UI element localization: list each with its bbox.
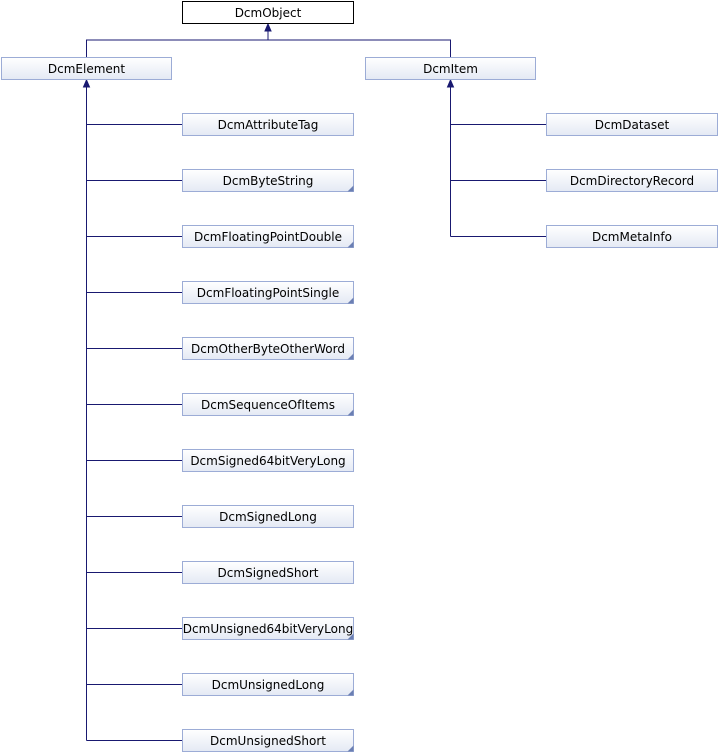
class-node-dcm-object[interactable]: DcmObject (182, 1, 354, 24)
inheritance-edges (82, 22, 547, 741)
class-node-dcm-signed-long[interactable]: DcmSignedLong (182, 505, 354, 528)
class-node-box (182, 673, 354, 696)
inheritance-arrow-icon (82, 78, 91, 88)
class-node-box (1, 57, 172, 80)
inheritance-arrow-icon (264, 22, 272, 32)
class-node-label: DcmItem (423, 62, 478, 76)
class-node-dcm-dataset[interactable]: DcmDataset (546, 113, 718, 136)
class-node-dcm-floating-point-single[interactable]: DcmFloatingPointSingle (182, 281, 354, 304)
class-node-box (182, 505, 354, 528)
expand-marker-icon (347, 745, 354, 752)
class-node-label: DcmUnsigned64bitVeryLong (183, 622, 353, 636)
expand-marker-icon (347, 689, 354, 696)
class-node-label: DcmDataset (595, 118, 670, 132)
class-node-box (182, 281, 354, 304)
class-node-box (182, 113, 354, 136)
edge-dcm-element-to-root (86, 39, 268, 58)
class-node-box (182, 449, 354, 472)
class-node-box (182, 393, 354, 416)
class-node-box (182, 617, 354, 640)
class-node-label: DcmUnsignedLong (212, 678, 325, 692)
expand-marker-icon (347, 297, 354, 304)
class-node-label: DcmSignedLong (219, 510, 317, 524)
class-node-dcm-item[interactable]: DcmItem (365, 57, 536, 80)
class-node-box (365, 57, 536, 80)
class-node-label: DcmFloatingPointDouble (194, 230, 342, 244)
class-node-dcm-meta-info[interactable]: DcmMetaInfo (546, 225, 718, 248)
class-node-dcm-unsigned-short[interactable]: DcmUnsignedShort (182, 729, 354, 752)
class-node-dcm-element[interactable]: DcmElement (1, 57, 172, 80)
expand-marker-icon (347, 633, 354, 640)
class-node-box (182, 337, 354, 360)
class-node-label: DcmDirectoryRecord (570, 174, 694, 188)
class-node-box (182, 561, 354, 584)
class-node-box (182, 169, 354, 192)
class-node-dcm-attribute-tag[interactable]: DcmAttributeTag (182, 113, 354, 136)
class-node-dcm-other-byte-other-word[interactable]: DcmOtherByteOtherWord (182, 337, 354, 360)
expand-marker-icon (347, 353, 354, 360)
class-node-dcm-signed64bit-very-long[interactable]: DcmSigned64bitVeryLong (182, 449, 354, 472)
class-node-label: DcmSigned64bitVeryLong (190, 454, 345, 468)
expand-marker-icon (347, 241, 354, 248)
class-node-dcm-sequence-of-items[interactable]: DcmSequenceOfItems (182, 393, 354, 416)
class-node-dcm-signed-short[interactable]: DcmSignedShort (182, 561, 354, 584)
class-node-box (182, 225, 354, 248)
class-node-label: DcmObject (235, 6, 302, 20)
class-node-label: DcmMetaInfo (592, 230, 672, 244)
class-node-label: DcmSequenceOfItems (201, 398, 335, 412)
expand-marker-icon (347, 185, 354, 192)
class-node-dcm-unsigned64bit-very-long[interactable]: DcmUnsigned64bitVeryLong (182, 617, 354, 640)
edge-dcm-item-to-root (268, 39, 451, 58)
class-node-dcm-byte-string[interactable]: DcmByteString (182, 169, 354, 192)
class-node-dcm-floating-point-double[interactable]: DcmFloatingPointDouble (182, 225, 354, 248)
inheritance-arrow-icon (446, 78, 455, 88)
class-node-label: DcmFloatingPointSingle (197, 286, 339, 300)
class-node-label: DcmSignedShort (218, 566, 319, 580)
class-node-label: DcmElement (48, 62, 126, 76)
class-node-label: DcmAttributeTag (218, 118, 319, 132)
class-node-label: DcmOtherByteOtherWord (191, 342, 345, 356)
class-node-dcm-directory-record[interactable]: DcmDirectoryRecord (546, 169, 718, 192)
class-node-label: DcmByteString (223, 174, 314, 188)
class-node-box (182, 1, 354, 24)
expand-marker-icon (347, 409, 354, 416)
class-node-dcm-unsigned-long[interactable]: DcmUnsignedLong (182, 673, 354, 696)
class-node-label: DcmUnsignedShort (210, 734, 326, 748)
